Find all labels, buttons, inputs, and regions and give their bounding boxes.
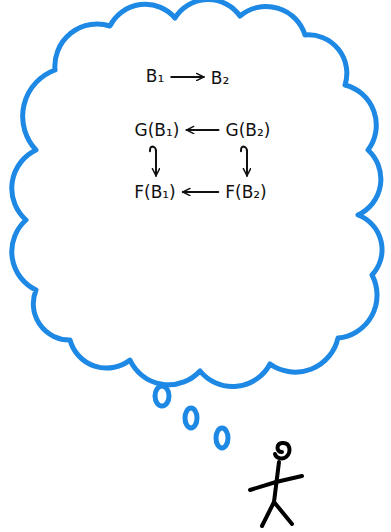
object-label: F(B₂) (225, 182, 267, 202)
diagram-object: B₁ (143, 64, 167, 88)
thought-cloud (12, 0, 382, 387)
object-label: G(B₁) (135, 120, 180, 140)
figure-arms (250, 476, 302, 490)
object-label: F(B₁) (134, 182, 176, 202)
thought-bubble (216, 428, 228, 448)
object-label: G(B₂) (226, 120, 271, 140)
figure-head (275, 443, 289, 459)
diagram-object: F(B₁) (131, 180, 179, 204)
diagram-object: B₂ (208, 66, 232, 90)
figure-legs (262, 502, 292, 526)
morphism-arrow (186, 129, 218, 131)
thought-bubble (185, 408, 197, 428)
inclusion-hook (150, 147, 156, 152)
object-label: B₂ (211, 68, 229, 88)
diagram-object: G(B₂) (223, 118, 274, 142)
morphism-arrow (246, 150, 248, 176)
stick-figure (250, 443, 302, 526)
inclusion-hook (241, 147, 247, 152)
diagram-object: G(B₁) (132, 118, 183, 142)
morphism-arrow (171, 76, 204, 78)
morphism-arrow (183, 191, 218, 193)
thought-bubble (155, 386, 169, 406)
diagram-object: F(B₂) (222, 180, 270, 204)
morphism-arrow (155, 150, 157, 176)
object-label: B₁ (146, 66, 164, 86)
